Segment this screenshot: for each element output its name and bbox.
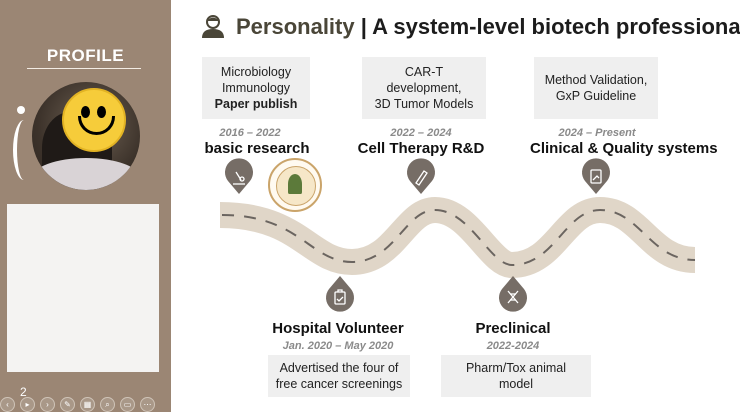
pin-document bbox=[582, 158, 610, 194]
basic-research-heading: basic research bbox=[204, 140, 310, 157]
preclinical-date: 2022-2024 bbox=[486, 340, 540, 352]
test-tube-icon bbox=[415, 170, 428, 186]
basic-research-line-1: Microbiology bbox=[220, 65, 292, 79]
smiley-right-eye bbox=[97, 106, 106, 118]
page-number: 2 bbox=[20, 385, 27, 399]
cell-therapy-box: CAR-T development, 3D Tumor Models bbox=[362, 57, 486, 119]
preclinical-line-2: model bbox=[498, 377, 534, 391]
slideshow-toolbar: ‹ ▸ › ✎ ▦ ⌕ ▭ ⋯ bbox=[0, 396, 155, 412]
pin-clipboard bbox=[326, 276, 355, 312]
prev-icon[interactable]: ‹ bbox=[0, 396, 15, 412]
person-icon bbox=[202, 15, 224, 38]
clinical-quality-box: Method Validation, GxP Guideline bbox=[534, 57, 658, 119]
next-icon[interactable]: › bbox=[40, 396, 55, 412]
university-seal-logo bbox=[268, 158, 322, 212]
pin-microscope bbox=[225, 158, 254, 194]
more-icon[interactable]: ⋯ bbox=[140, 396, 155, 412]
clipboard-icon bbox=[334, 289, 346, 305]
hospital-volunteer-line-2: free cancer screenings bbox=[275, 377, 403, 391]
preclinical-box: Pharm/Tox animal model bbox=[441, 355, 591, 397]
cell-therapy-line-1: CAR-T bbox=[404, 65, 444, 79]
cell-therapy-date: 2022 – 2024 bbox=[390, 127, 452, 139]
cell-therapy-heading: Cell Therapy R&D bbox=[357, 140, 485, 157]
preclinical-heading: Preclinical bbox=[475, 320, 551, 337]
dna-icon bbox=[507, 290, 519, 304]
profile-title-underline bbox=[27, 68, 141, 69]
hospital-volunteer-box: Advertised the four of free cancer scree… bbox=[268, 355, 410, 397]
basic-research-date: 2016 – 2022 bbox=[219, 127, 281, 139]
page-title-accent: Personality bbox=[236, 14, 355, 39]
slides-icon[interactable]: ▦ bbox=[80, 396, 95, 412]
profile-title: PROFILE bbox=[46, 46, 125, 65]
document-icon bbox=[590, 169, 602, 184]
page-title-rest: | A system-level biotech professional bbox=[354, 14, 740, 39]
photo-shoulder bbox=[32, 158, 140, 190]
basic-research-line-bold: Paper publish bbox=[214, 97, 298, 111]
cell-therapy-line-2: development, bbox=[386, 81, 462, 95]
subtitle-icon[interactable]: ▭ bbox=[120, 396, 135, 412]
clinical-quality-date: 2024 – Present bbox=[558, 127, 636, 139]
page-title: Personality | A system-level biotech pro… bbox=[236, 14, 740, 40]
decorative-arc bbox=[13, 120, 35, 180]
pen-icon[interactable]: ✎ bbox=[60, 396, 75, 412]
zoom-icon[interactable]: ⌕ bbox=[100, 396, 115, 412]
basic-research-box: Microbiology Immunology Paper publish bbox=[202, 57, 310, 119]
decorative-dot bbox=[17, 106, 25, 114]
clinical-quality-heading: Clinical & Quality systems bbox=[530, 140, 718, 157]
clinical-quality-line-1: Method Validation, bbox=[544, 73, 648, 87]
hospital-volunteer-heading: Hospital Volunteer bbox=[272, 320, 404, 337]
pin-dna bbox=[499, 276, 528, 312]
smiley-left-eye bbox=[81, 106, 90, 118]
cell-therapy-line-3: 3D Tumor Models bbox=[374, 97, 474, 111]
hospital-volunteer-date: Jan. 2020 – May 2020 bbox=[282, 340, 394, 352]
preclinical-line-1: Pharm/Tox animal bbox=[465, 361, 567, 375]
profile-text-box bbox=[7, 204, 159, 372]
pin-test-tube bbox=[407, 158, 435, 194]
seal-tree bbox=[288, 174, 302, 194]
smiley-face-icon bbox=[62, 88, 126, 152]
play-icon[interactable]: ▸ bbox=[20, 396, 35, 412]
microscope-icon bbox=[233, 171, 245, 185]
hospital-volunteer-line-1: Advertised the four of bbox=[279, 361, 399, 375]
clinical-quality-line-2: GxP Guideline bbox=[555, 89, 637, 103]
profile-sidebar: PROFILE 2 ‹ ▸ › ✎ ▦ ⌕ ▭ ⋯ bbox=[0, 0, 171, 412]
basic-research-line-2: Immunology bbox=[221, 81, 291, 95]
